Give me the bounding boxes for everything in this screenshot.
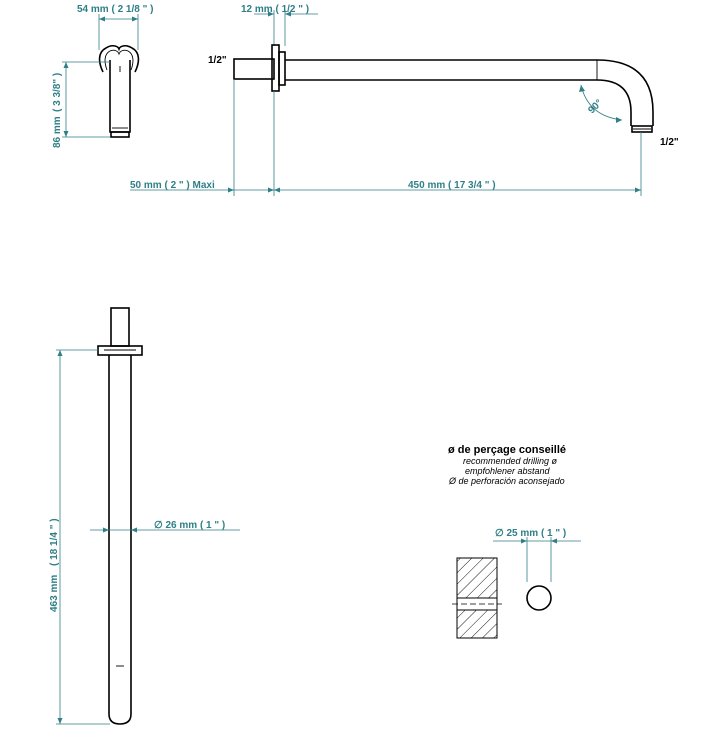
end-view-width-dim: 54 mm ( 2 1/8 " ) [77,4,153,15]
end-view-height-upper-dim: ( 3 3/8" ) [52,73,63,112]
vertical-view: ( 18 1/4 " ) 463 mm ∅ 26 mm ( 1 " ) [49,307,240,725]
pipe-length-lower-dim: 463 mm [49,575,60,612]
flange-dim: 12 mm ( 1/2 " ) [241,4,309,15]
drilling-recommendation: ø de perçage conseillé recommended drill… [448,444,581,639]
pipe-diameter-dim: ∅ 26 mm ( 1 " ) [154,520,225,531]
drilling-line-en: recommended drilling ø [463,456,558,466]
thread-right-label: 1/2" [660,137,679,148]
end-view: 54 mm ( 2 1/8 " ) ( 3 3/8" ) 86 mm [52,4,153,148]
thread-left-label: 1/2" [208,55,227,66]
pipe-length-upper-dim: ( 18 1/4 " ) [49,518,60,566]
end-view-height-lower-dim: 86 mm [52,116,63,148]
arm-length-dim: 450 mm ( 17 3/4 " ) [408,180,496,191]
wall-dim: 50 mm ( 2 " ) Maxi [130,180,215,191]
drilling-line-de: empfohlener abstand [465,466,551,476]
angle-label: 90° [586,98,604,116]
drilling-diameter-dim: ∅ 25 mm ( 1 " ) [495,528,566,539]
side-view: 12 mm ( 1/2 " ) 1/2" 1/2" 90° 50 mm ( 2 … [130,4,679,196]
drilling-title: ø de perçage conseillé [448,444,566,456]
drilling-line-es: Ø de perforación aconsejado [448,476,565,486]
